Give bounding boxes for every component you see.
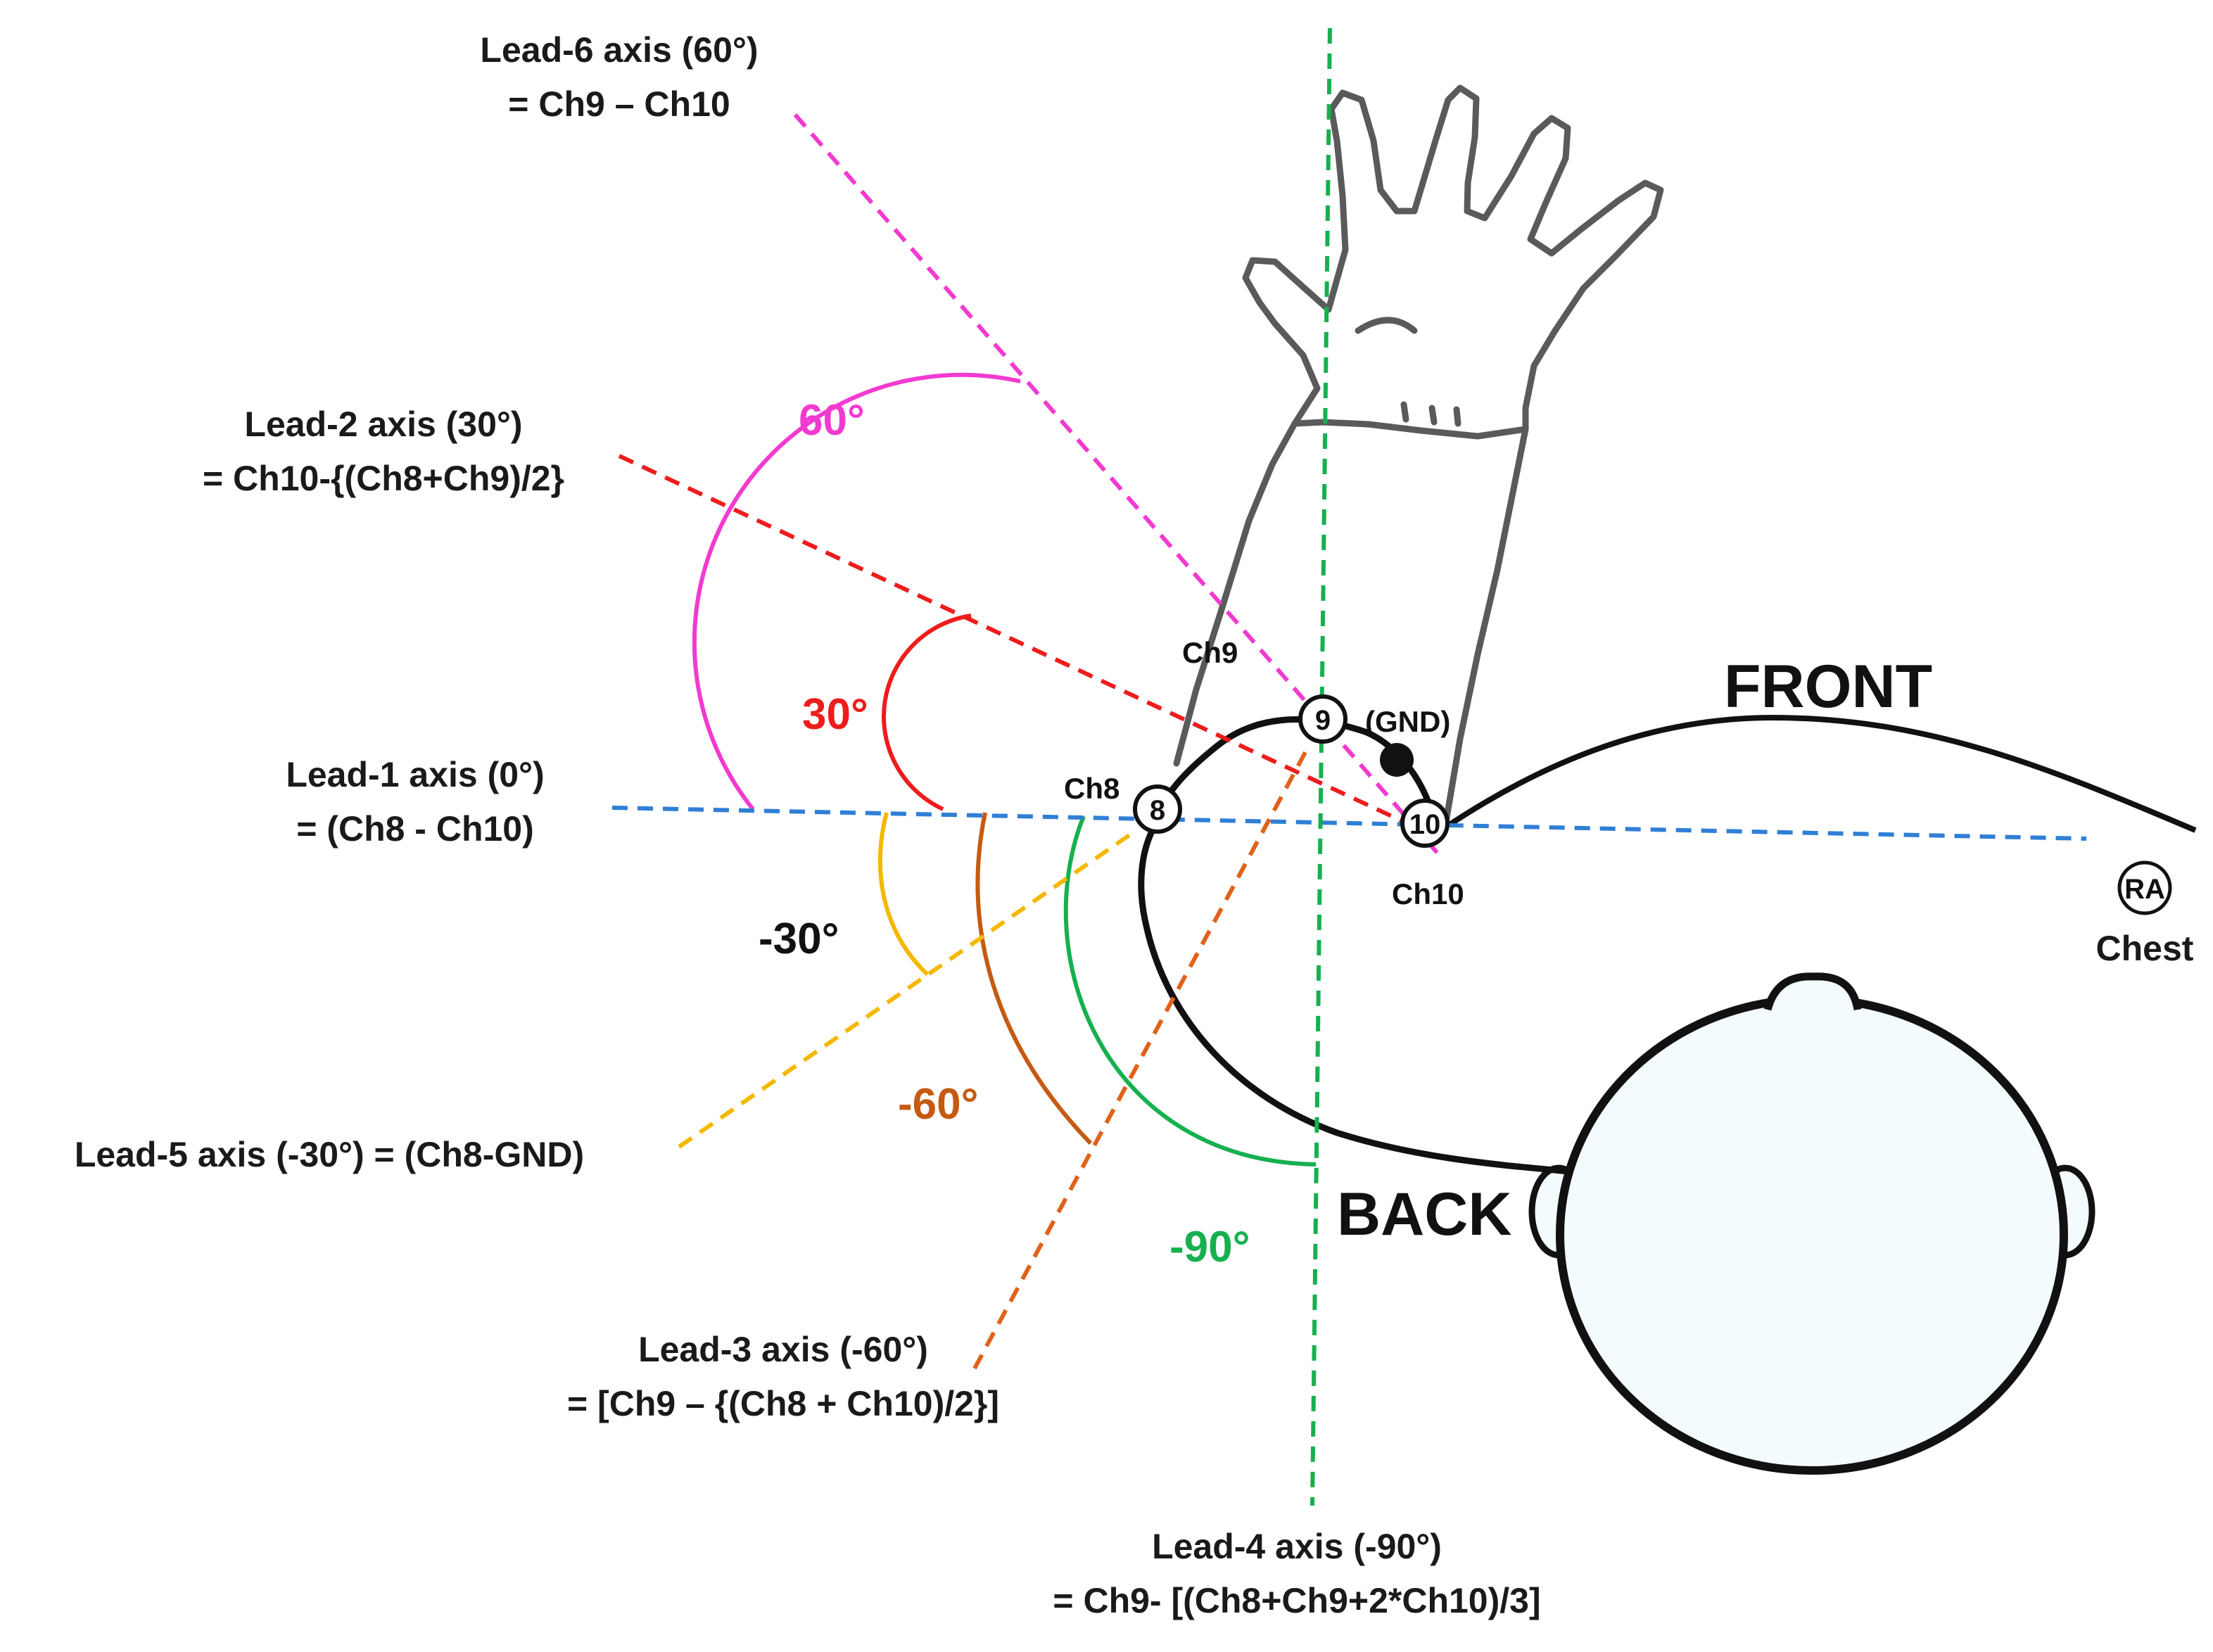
chest-outline bbox=[1447, 714, 2197, 833]
angle-label-minus-90: -90° bbox=[1169, 1223, 1250, 1271]
ch8-label: Ch8 bbox=[1064, 772, 1120, 805]
angle-label-minus-60: -60° bbox=[898, 1080, 978, 1129]
lead-4-formula: = Ch9- [(Ch8+Ch9+2*Ch10)/3] bbox=[1053, 1581, 1540, 1620]
arc-minus-60 bbox=[975, 812, 1093, 1145]
electrode-10-label: 10 bbox=[1409, 809, 1441, 840]
electrode-9: 9 bbox=[1298, 694, 1348, 744]
lead-6-description: Lead-6 axis (60°) = Ch9 – Ch10 bbox=[480, 30, 758, 124]
lead-4-axis-line bbox=[1310, 27, 1332, 1506]
lead-2-formula: = Ch10-{(Ch8+Ch9)/2} bbox=[203, 459, 564, 498]
forearm-left-edge bbox=[1173, 420, 1298, 767]
lead-6-title: Lead-6 axis (60°) bbox=[480, 30, 758, 70]
lead-3-title: Lead-3 axis (-60°) bbox=[638, 1330, 928, 1369]
electrode-ra-circle bbox=[2117, 860, 2172, 915]
lead-5-axis-line bbox=[678, 828, 1138, 1149]
electrode-9-label: 9 bbox=[1315, 705, 1331, 736]
ch9-label: Ch9 bbox=[1182, 636, 1238, 669]
wire-loop bbox=[1138, 716, 1570, 1175]
lead-3-axis-line bbox=[972, 744, 1311, 1370]
lead-1-title: Lead-1 axis (0°) bbox=[286, 755, 544, 794]
electrode-8-circle bbox=[1133, 784, 1182, 834]
electrode-10-circle bbox=[1400, 799, 1450, 848]
electrode-10: 10 bbox=[1400, 799, 1450, 848]
hand-thumb-crease bbox=[1355, 317, 1418, 334]
lead-2-axis-line bbox=[618, 454, 1426, 834]
forearm-right-edge bbox=[1442, 426, 1529, 825]
angle-label-30: 30° bbox=[802, 690, 868, 739]
hand-wrist-crease bbox=[1400, 401, 1461, 427]
channel-labels: Ch9 Ch8 Ch10 (GND) Chest bbox=[1064, 636, 2194, 968]
lead-5-title: Lead-5 axis (-30°) = (Ch8-GND) bbox=[75, 1135, 584, 1174]
gnd-label: (GND) bbox=[1365, 705, 1450, 738]
arc-30 bbox=[882, 614, 972, 811]
electrodes: 8 9 10 RA bbox=[1133, 694, 2172, 915]
chest-label: Chest bbox=[2096, 929, 2194, 968]
head-illustration bbox=[1528, 972, 2095, 1475]
lead-2-description: Lead-2 axis (30°) = Ch10-{(Ch8+Ch9)/2} bbox=[203, 405, 564, 498]
lead-6-formula: = Ch9 – Ch10 bbox=[508, 84, 730, 124]
hand-outline bbox=[1242, 84, 1664, 440]
head-nose bbox=[1763, 972, 1862, 1011]
electrode-8-label: 8 bbox=[1150, 795, 1165, 826]
arm-illustration bbox=[1173, 84, 1664, 825]
angle-label-60: 60° bbox=[799, 396, 865, 445]
electrode-ra: RA bbox=[2117, 860, 2172, 915]
arc-minus-90 bbox=[1063, 815, 1317, 1167]
angle-arcs bbox=[692, 372, 1317, 1167]
front-label: FRONT bbox=[1724, 653, 1932, 720]
lead-4-title: Lead-4 axis (-90°) bbox=[1152, 1527, 1442, 1566]
electrode-9-circle bbox=[1298, 694, 1348, 744]
lead-1-description: Lead-1 axis (0°) = (Ch8 - Ch10) bbox=[286, 755, 544, 849]
gnd-electrode bbox=[1380, 743, 1414, 777]
electrode-8: 8 bbox=[1133, 784, 1182, 834]
lead-3-formula: = [Ch9 – {(Ch8 + Ch10)/2}] bbox=[567, 1384, 999, 1423]
ch10-label: Ch10 bbox=[1392, 877, 1464, 910]
lead-2-title: Lead-2 axis (30°) bbox=[244, 405, 522, 444]
lead-4-description: Lead-4 axis (-90°) = Ch9- [(Ch8+Ch9+2*Ch… bbox=[1053, 1527, 1540, 1620]
arc-minus-30 bbox=[877, 812, 930, 977]
angle-label-minus-30: -30° bbox=[759, 915, 839, 963]
lead-3-description: Lead-3 axis (-60°) = [Ch9 – {(Ch8 + Ch10… bbox=[567, 1330, 999, 1423]
back-label: BACK bbox=[1337, 1181, 1511, 1248]
electrode-wire bbox=[1138, 716, 1570, 1175]
head-outline bbox=[1556, 995, 2068, 1475]
lead-5-description: Lead-5 axis (-30°) = (Ch8-GND) bbox=[75, 1135, 584, 1174]
arc-60 bbox=[692, 372, 1021, 811]
lead-1-formula: = (Ch8 - Ch10) bbox=[296, 809, 534, 849]
electrode-ra-label: RA bbox=[2124, 874, 2165, 905]
lead-axes bbox=[611, 27, 2087, 1506]
lead-1-axis-line bbox=[611, 806, 2087, 841]
